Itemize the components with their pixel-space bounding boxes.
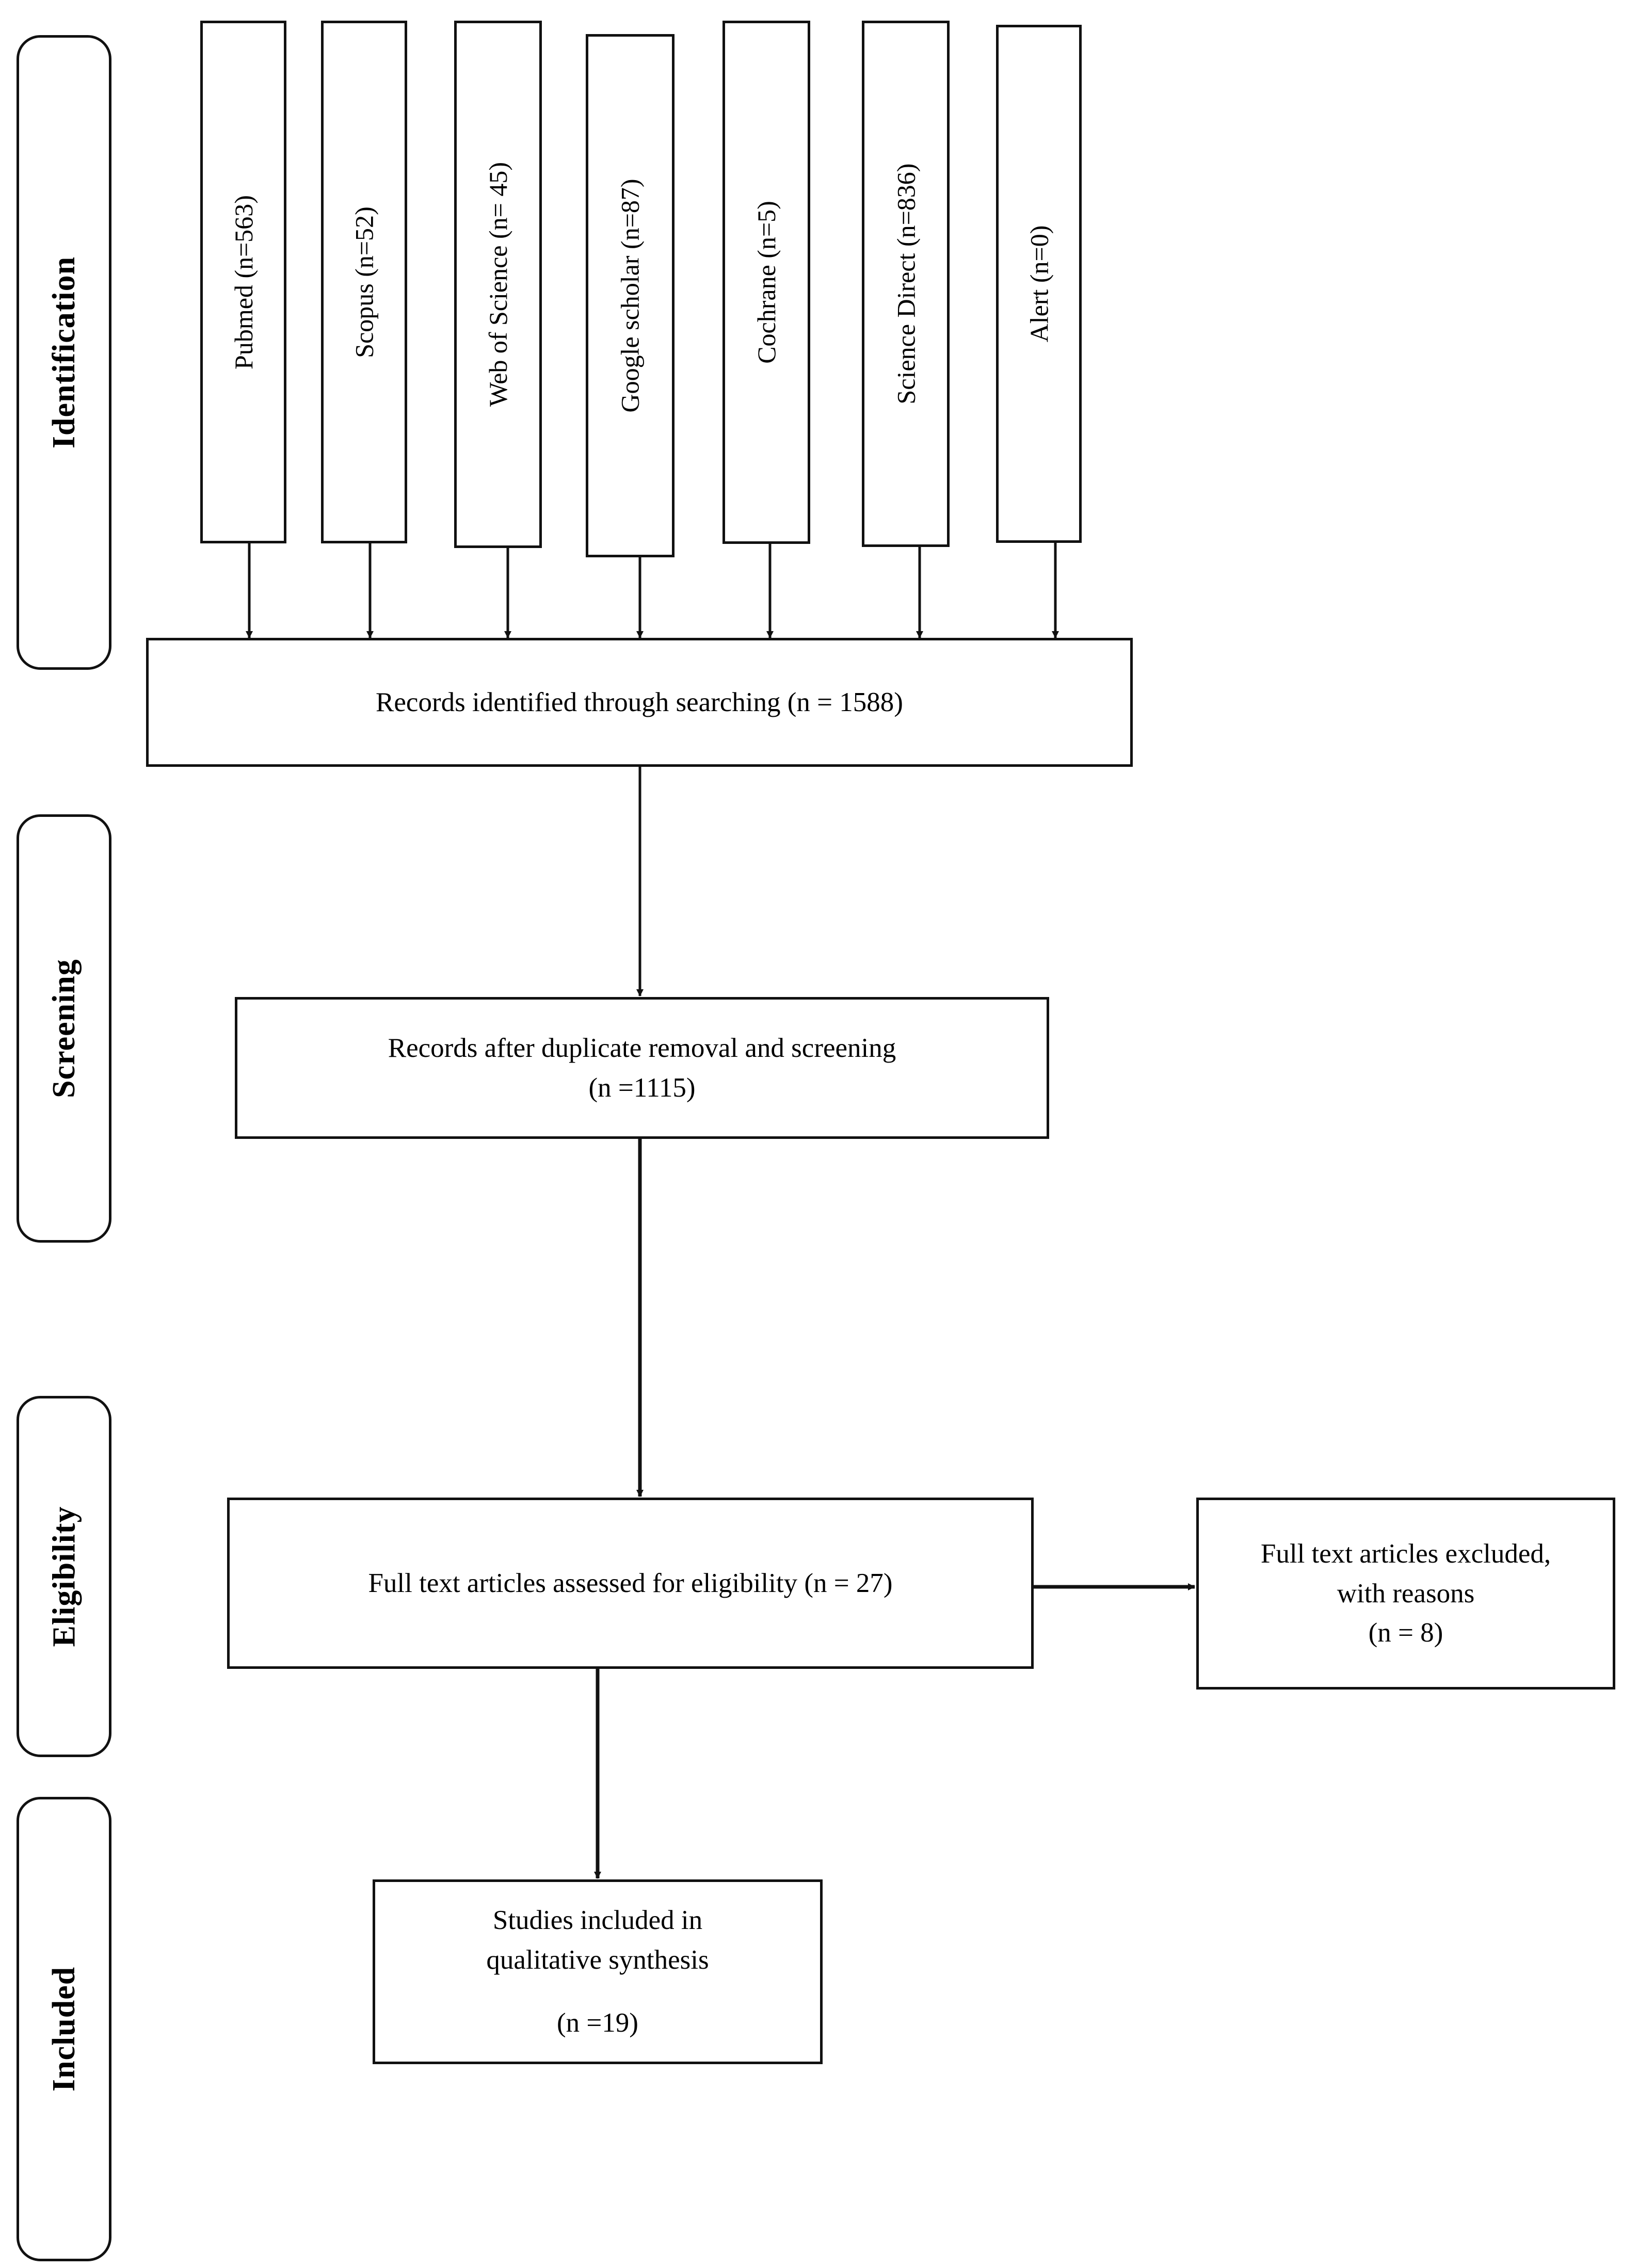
stage-label-screening: Screening <box>46 959 82 1098</box>
source-label-google-scholar: Google scholar (n=87) <box>616 179 645 413</box>
box-full-text-assessed: Full text articles assessed for eligibil… <box>227 1498 1034 1669</box>
full-text-excluded-reasons: with reasons <box>1337 1578 1475 1608</box>
source-box-pubmed: Pubmed (n=563) <box>200 21 286 543</box>
box-studies-included: Studies included in qualitative synthesi… <box>373 1879 823 2064</box>
studies-included-line2: qualitative synthesis <box>486 1944 709 1975</box>
full-text-excluded-count: (n = 8) <box>1368 1618 1443 1648</box>
full-text-excluded-text: Full text articles excluded, <box>1260 1538 1551 1569</box>
source-label-alert: Alert (n=0) <box>1024 225 1054 343</box>
source-box-web-of-science: Web of Science (n= 45) <box>454 21 542 548</box>
records-after-duplicates-text: Records after duplicate removal and scre… <box>388 1033 896 1063</box>
source-box-alert: Alert (n=0) <box>996 25 1082 543</box>
studies-included-count: (n =19) <box>557 2008 638 2038</box>
full-text-assessed-text: Full text articles assessed for eligibil… <box>368 1568 893 1598</box>
stage-pill-screening: Screening <box>17 814 111 1243</box>
source-label-science-direct: Science Direct (n=836) <box>891 163 920 405</box>
stage-pill-identification: Identification <box>17 35 111 670</box>
box-records-identified: Records identified through searching (n … <box>146 638 1133 767</box>
source-label-cochrane: Cochrane (n=5) <box>752 201 781 364</box>
stage-label-included: Included <box>46 1966 82 2092</box>
stage-pill-eligibility: Eligibility <box>17 1396 111 1757</box>
source-box-scopus: Scopus (n=52) <box>321 21 407 543</box>
source-label-web-of-science: Web of Science (n= 45) <box>484 162 512 407</box>
studies-included-line1: Studies included in <box>492 1905 703 1935</box>
records-after-duplicates-count: (n =1115) <box>588 1072 696 1103</box>
stage-label-eligibility: Eligibility <box>46 1506 82 1647</box>
records-identified-text: Records identified through searching (n … <box>376 687 903 717</box>
box-records-after-duplicates: Records after duplicate removal and scre… <box>235 997 1049 1139</box>
source-label-pubmed: Pubmed (n=563) <box>229 195 258 369</box>
stage-label-identification: Identification <box>46 256 82 449</box>
source-box-google-scholar: Google scholar (n=87) <box>586 34 675 557</box>
box-full-text-excluded: Full text articles excluded, with reason… <box>1196 1498 1615 1690</box>
source-box-science-direct: Science Direct (n=836) <box>862 21 950 547</box>
stage-pill-included: Included <box>17 1797 111 2261</box>
source-box-cochrane: Cochrane (n=5) <box>722 21 810 544</box>
source-label-scopus: Scopus (n=52) <box>349 206 379 358</box>
